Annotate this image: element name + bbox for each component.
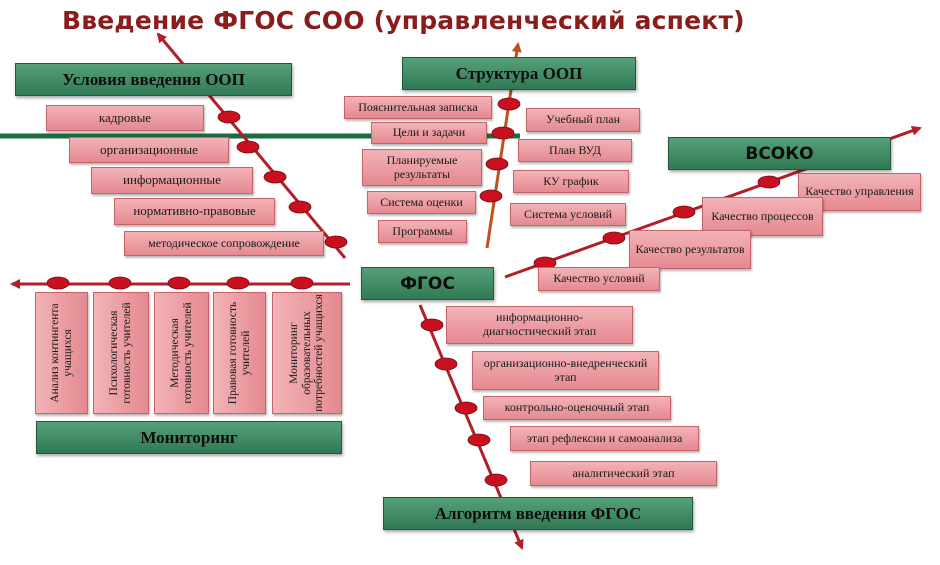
algorithm-item: информационно-диагностический этап [446,306,633,344]
conditions-item: информационные [91,167,253,194]
vsoko-header: ВСОКО [668,137,891,170]
monitoring-node [108,276,132,290]
structure-item: Система оценки [367,191,476,214]
structure-item: Программы [378,220,467,243]
conditions-node [324,235,348,249]
algorithm-node [420,318,444,332]
conditions-node [236,140,260,154]
structure-item: Пояснительная записка [344,96,492,119]
vsoko-item: Качество управления [798,173,921,211]
monitoring-node [226,276,250,290]
conditions-node [263,170,287,184]
monitoring-item: Методическая готовность учителей [154,292,209,414]
algorithm-node [434,357,458,371]
fgos-center: ФГОС [361,267,494,300]
algorithm-header: Алгоритм введения ФГОС [383,497,693,530]
vsoko-node [602,231,626,245]
structure-item: Цели и задачи [371,122,487,144]
monitoring-item: Правовая готовность учителей [213,292,266,414]
monitoring-node [167,276,191,290]
algorithm-node [484,473,508,487]
page-title: Введение ФГОС СОО (управленческий аспект… [62,6,745,35]
structure-header: Структура ООП [402,57,636,90]
algorithm-node [454,401,478,415]
conditions-node [288,200,312,214]
monitoring-header: Мониторинг [36,421,342,454]
algorithm-item: этап рефлексии и самоанализа [510,426,699,451]
vsoko-item: Качество процессов [702,197,823,236]
structure-node [479,189,503,203]
monitoring-node [46,276,70,290]
monitoring-node [290,276,314,290]
structure-item: Система условий [510,203,626,226]
conditions-item: методическое сопровождение [124,231,324,256]
structure-item: КУ график [513,170,629,193]
conditions-header: Условия введения ООП [15,63,292,96]
monitoring-item-label: Методическая готовность учителей [168,302,194,404]
monitoring-item: Мониторинг образовательных потребностей … [272,292,342,414]
vsoko-node [672,205,696,219]
conditions-node [217,110,241,124]
vsoko-item: Качество результатов [629,230,751,269]
monitoring-item-label: Анализ контингента учащихся [48,303,74,403]
structure-item: План ВУД [518,139,632,162]
algorithm-item: организационно-внедренческий этап [472,351,659,390]
structure-node [497,97,521,111]
monitoring-item-label: Психологическая готовность учителей [108,302,133,404]
monitoring-item-label: Мониторинг образовательных потребностей … [287,294,326,412]
conditions-item: кадровые [46,105,204,131]
monitoring-item: Психологическая готовность учителей [93,292,149,414]
vsoko-node [757,175,781,189]
algorithm-node [467,433,491,447]
monitoring-item-label: Правовая готовность учителей [226,301,252,405]
structure-node [491,126,515,140]
algorithm-item: аналитический этап [530,461,717,486]
algorithm-item: контрольно-оценочный этап [483,396,671,420]
structure-item: Планируемые результаты [362,149,482,186]
conditions-item: нормативно-правовые [114,198,275,225]
monitoring-item: Анализ контингента учащихся [35,292,88,414]
structure-item: Учебный план [526,108,640,132]
structure-node [485,157,509,171]
vsoko-item: Качество условий [538,267,660,291]
conditions-item: организационные [69,137,229,163]
